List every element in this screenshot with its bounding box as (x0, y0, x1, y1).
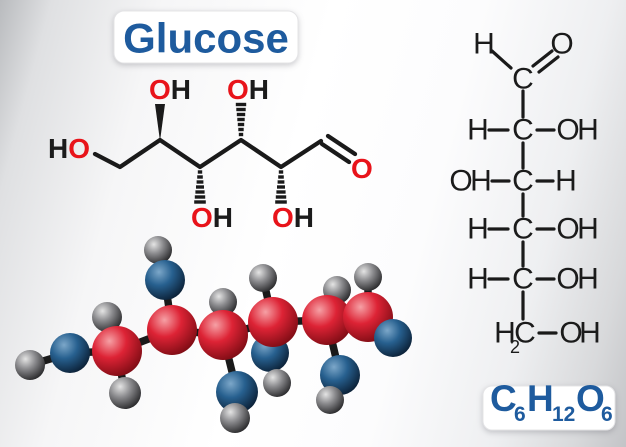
title-badge-background (113, 10, 299, 64)
svg-text:C: C (512, 263, 534, 296)
hydrogen-atom (249, 264, 277, 292)
fischer-row: H C O H (467, 213, 599, 246)
hydrogen-atom (144, 236, 172, 264)
oxygen-atom (374, 319, 412, 357)
oxygen-atom (216, 371, 258, 413)
hash-wedge-down (194, 170, 206, 204)
svg-text:O: O (559, 317, 582, 350)
fischer-row: H C O H (467, 114, 599, 147)
svg-text:H: H (577, 263, 599, 296)
aldehyde-double-bond (319, 141, 352, 165)
fischer-c-label: C (512, 63, 534, 96)
title-badge: Glucose (113, 10, 299, 64)
aldehyde-double-bond (325, 133, 358, 157)
fischer-o-label: O (550, 28, 573, 61)
hash-wedge-down (275, 170, 287, 204)
svg-text:H: H (467, 263, 489, 296)
svg-text:H: H (577, 114, 599, 147)
wedge-bond (155, 104, 165, 141)
carbon-atom (92, 326, 142, 376)
carbon-atom (248, 297, 298, 347)
formula-badge: C6H12O6 (482, 378, 616, 431)
hydrogen-atom (209, 288, 237, 316)
svg-text:H: H (467, 213, 489, 246)
svg-text:C: C (512, 114, 534, 147)
aldehyde-oxygen-label: O (351, 153, 373, 184)
model-atoms (15, 236, 412, 433)
fischer-row: H C O H (467, 263, 599, 296)
ball-stick-model (15, 236, 412, 433)
hydrogen-atom (354, 263, 382, 291)
carbon-atom (198, 310, 248, 360)
fischer-bottom-row: H 2 C O H (494, 317, 601, 358)
hydrogen-atom (92, 302, 122, 332)
svg-text:C: C (512, 213, 534, 246)
oh-label: OH (191, 202, 233, 233)
svg-text:H: H (579, 317, 601, 350)
molecular-formula: C6H12O6 (490, 378, 613, 426)
fischer-row: O H C H (449, 165, 577, 198)
oxygen-atom (145, 260, 185, 300)
hydrogen-atom (109, 377, 141, 409)
formula-badge-background (482, 385, 616, 431)
svg-text:H: H (470, 165, 492, 198)
svg-text:O: O (449, 165, 472, 198)
svg-text:H: H (494, 317, 516, 350)
svg-text:O: O (556, 114, 579, 147)
oh-label: OH (149, 74, 191, 105)
hydrogen-atom (263, 369, 291, 397)
carbon-chain-bond (92, 137, 324, 170)
oh-label: OH (272, 202, 314, 233)
ho-label: HO (48, 133, 90, 164)
svg-text:H: H (467, 114, 489, 147)
hydrogen-atom (316, 386, 344, 414)
svg-text:O: O (556, 263, 579, 296)
oh-label: OH (227, 74, 269, 105)
svg-text:2: 2 (510, 337, 520, 357)
hydrogen-atom (220, 403, 250, 433)
hydrogen-atom (15, 350, 45, 380)
carbon-atom (147, 305, 197, 355)
page-title: Glucose (123, 15, 289, 62)
fischer-projection: H O C H C O H O H C H H C O H (449, 28, 601, 358)
oxygen-atom (50, 333, 90, 373)
carbon-atom (302, 295, 352, 345)
hash-wedge-up (235, 102, 247, 137)
svg-text:C: C (514, 317, 536, 350)
svg-text:H: H (555, 165, 577, 198)
svg-text:C: C (512, 165, 534, 198)
oxygen-atom (320, 355, 360, 395)
skeletal-formula: HO OH OH OH OH O (48, 74, 373, 233)
svg-text:H: H (577, 213, 599, 246)
fischer-h-label: H (473, 28, 495, 61)
svg-text:O: O (556, 213, 579, 246)
